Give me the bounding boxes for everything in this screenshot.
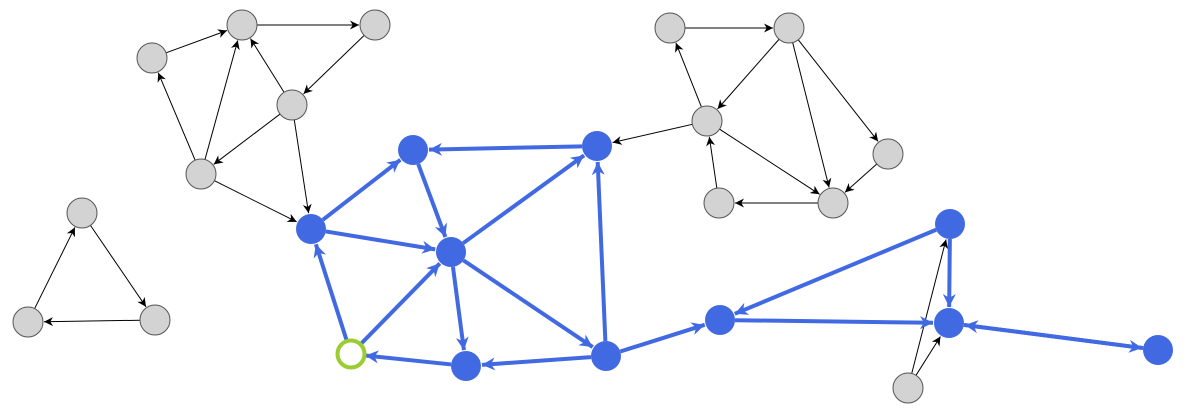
edge-b1-b2: [321, 158, 402, 222]
edge-r2-r5: [792, 42, 832, 188]
node-b10: [1143, 335, 1173, 365]
edge-r2-r3: [717, 38, 780, 110]
node-g4: [276, 89, 308, 121]
edge-b10-b8: [964, 320, 1144, 351]
node-s1: [892, 372, 924, 404]
edge-s1-b9: [911, 239, 949, 374]
node-b9: [935, 209, 965, 239]
node-g1: [136, 42, 168, 74]
edge-start-b1: [313, 243, 349, 342]
node-g5: [185, 158, 217, 190]
edge-g4-b1: [293, 119, 312, 214]
edge-r3-r5: [719, 128, 820, 195]
edge-b6-b7: [619, 322, 706, 354]
edge-g5-g2: [204, 40, 240, 160]
node-r1: [654, 12, 686, 44]
edge-b4-b5: [450, 266, 469, 351]
edge-g4-g2: [250, 38, 285, 93]
edge-t3-t2: [43, 317, 141, 327]
edge-s1-b8: [915, 336, 941, 376]
edge-b4-b3: [461, 153, 586, 245]
node-b3: [582, 131, 612, 161]
node-r3: [691, 105, 723, 137]
edge-r2-r4: [797, 39, 879, 142]
node-g2: [226, 9, 258, 41]
edge-r3-b3: [612, 123, 693, 145]
edge-b9-b8: [942, 238, 956, 308]
edge-b2-b4: [416, 163, 448, 238]
edge-g1-g2: [165, 29, 228, 54]
node-start: [335, 338, 367, 370]
edge-b5-start: [365, 350, 452, 367]
node-b2: [398, 135, 428, 165]
node-b1: [296, 214, 326, 244]
node-b4: [436, 237, 466, 267]
node-t2: [12, 306, 44, 338]
edge-r6-r3: [706, 136, 718, 189]
edge-b6-b5: [481, 355, 592, 371]
edge-b9-b7: [733, 227, 937, 316]
edge-g4-g5: [213, 113, 281, 165]
nodes-layer: [12, 9, 1173, 404]
node-r5: [817, 187, 849, 219]
edge-g5-g1: [157, 72, 196, 161]
node-b8: [934, 308, 964, 338]
edge-start-b4: [359, 262, 442, 346]
edge-b1-b4: [325, 229, 436, 254]
edge-b7-b8: [734, 316, 934, 330]
edge-g3-g4: [303, 35, 365, 95]
edge-r4-r5: [844, 163, 878, 193]
node-b7: [705, 305, 735, 335]
edge-b3-b2: [428, 142, 583, 156]
node-g3: [359, 9, 391, 41]
node-r2: [773, 12, 805, 44]
node-t3: [139, 304, 171, 336]
node-r6: [703, 187, 735, 219]
node-r4: [872, 138, 904, 170]
edge-t2-t1: [34, 227, 76, 309]
edge-b6-b3: [591, 161, 608, 342]
node-t1: [66, 197, 98, 229]
edge-g5-b1: [214, 180, 297, 223]
edges-layer: [34, 20, 1144, 376]
edge-r3-r1: [675, 42, 702, 108]
node-b5: [451, 351, 481, 381]
node-b6: [591, 341, 621, 371]
edge-t1-t3: [90, 225, 147, 308]
edge-b4-b6: [462, 258, 594, 349]
